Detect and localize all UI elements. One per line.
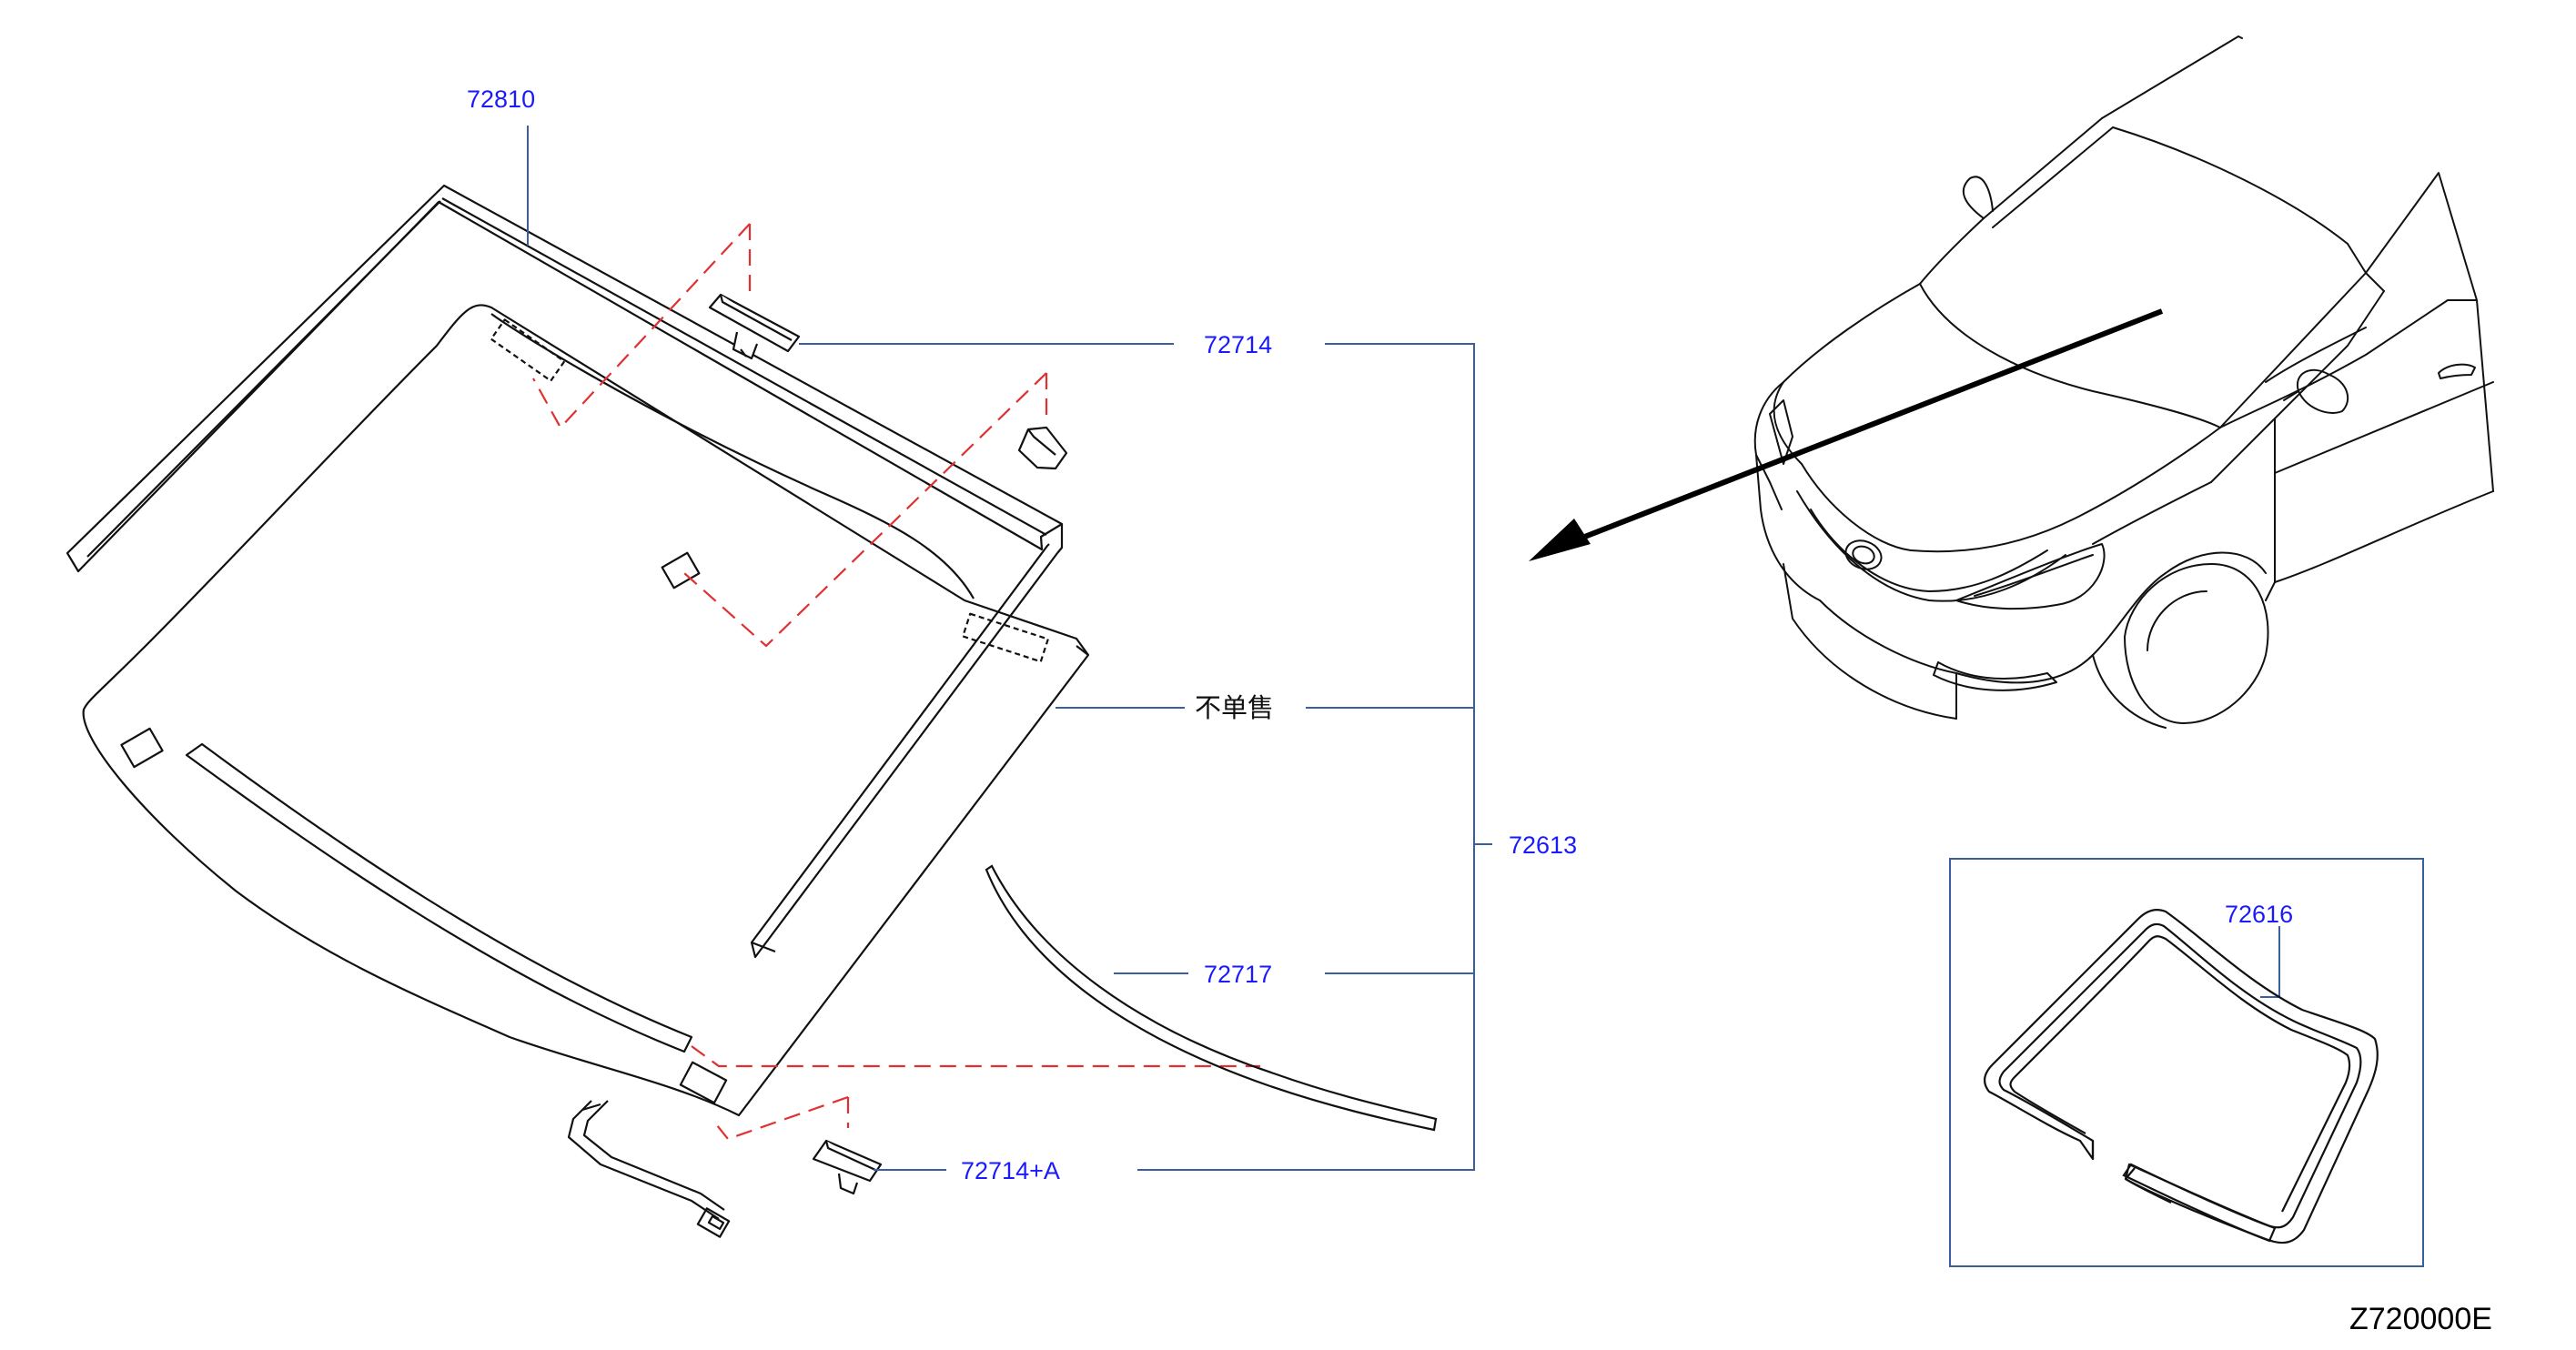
callout-leaders xyxy=(527,126,2280,1171)
clip-small-drawing xyxy=(1017,426,1068,470)
dam-rubber-kit-box xyxy=(1949,858,2424,1267)
part-number-72714[interactable]: 72714 xyxy=(1204,331,1273,358)
side-molding-drawing xyxy=(985,864,1438,1132)
location-arrow xyxy=(1529,308,2164,561)
not-sold-separately-note: 不单售 xyxy=(1195,692,1275,723)
windshield-molding-drawing xyxy=(66,184,1064,959)
installation-guide-lines xyxy=(532,223,1260,1141)
figure-code: Z720000E xyxy=(2349,1302,2492,1336)
vehicle-illustration xyxy=(1753,35,2494,729)
part-number-72714-a[interactable]: 72714+A xyxy=(961,1157,1060,1184)
dam-rubber-strip-lower xyxy=(2122,1163,2277,1243)
part-number-72810[interactable]: 72810 xyxy=(467,86,536,113)
part-number-72717[interactable]: 72717 xyxy=(1204,961,1273,988)
clip-upper-drawing xyxy=(708,293,801,360)
dam-rubber-kit-drawing xyxy=(1984,909,2379,1244)
part-number-72616[interactable]: 72616 xyxy=(2225,901,2294,928)
windshield-glass-drawing xyxy=(82,304,1090,1238)
part-number-72613[interactable]: 72613 xyxy=(1509,831,1578,859)
clip-lower-drawing xyxy=(812,1139,883,1195)
